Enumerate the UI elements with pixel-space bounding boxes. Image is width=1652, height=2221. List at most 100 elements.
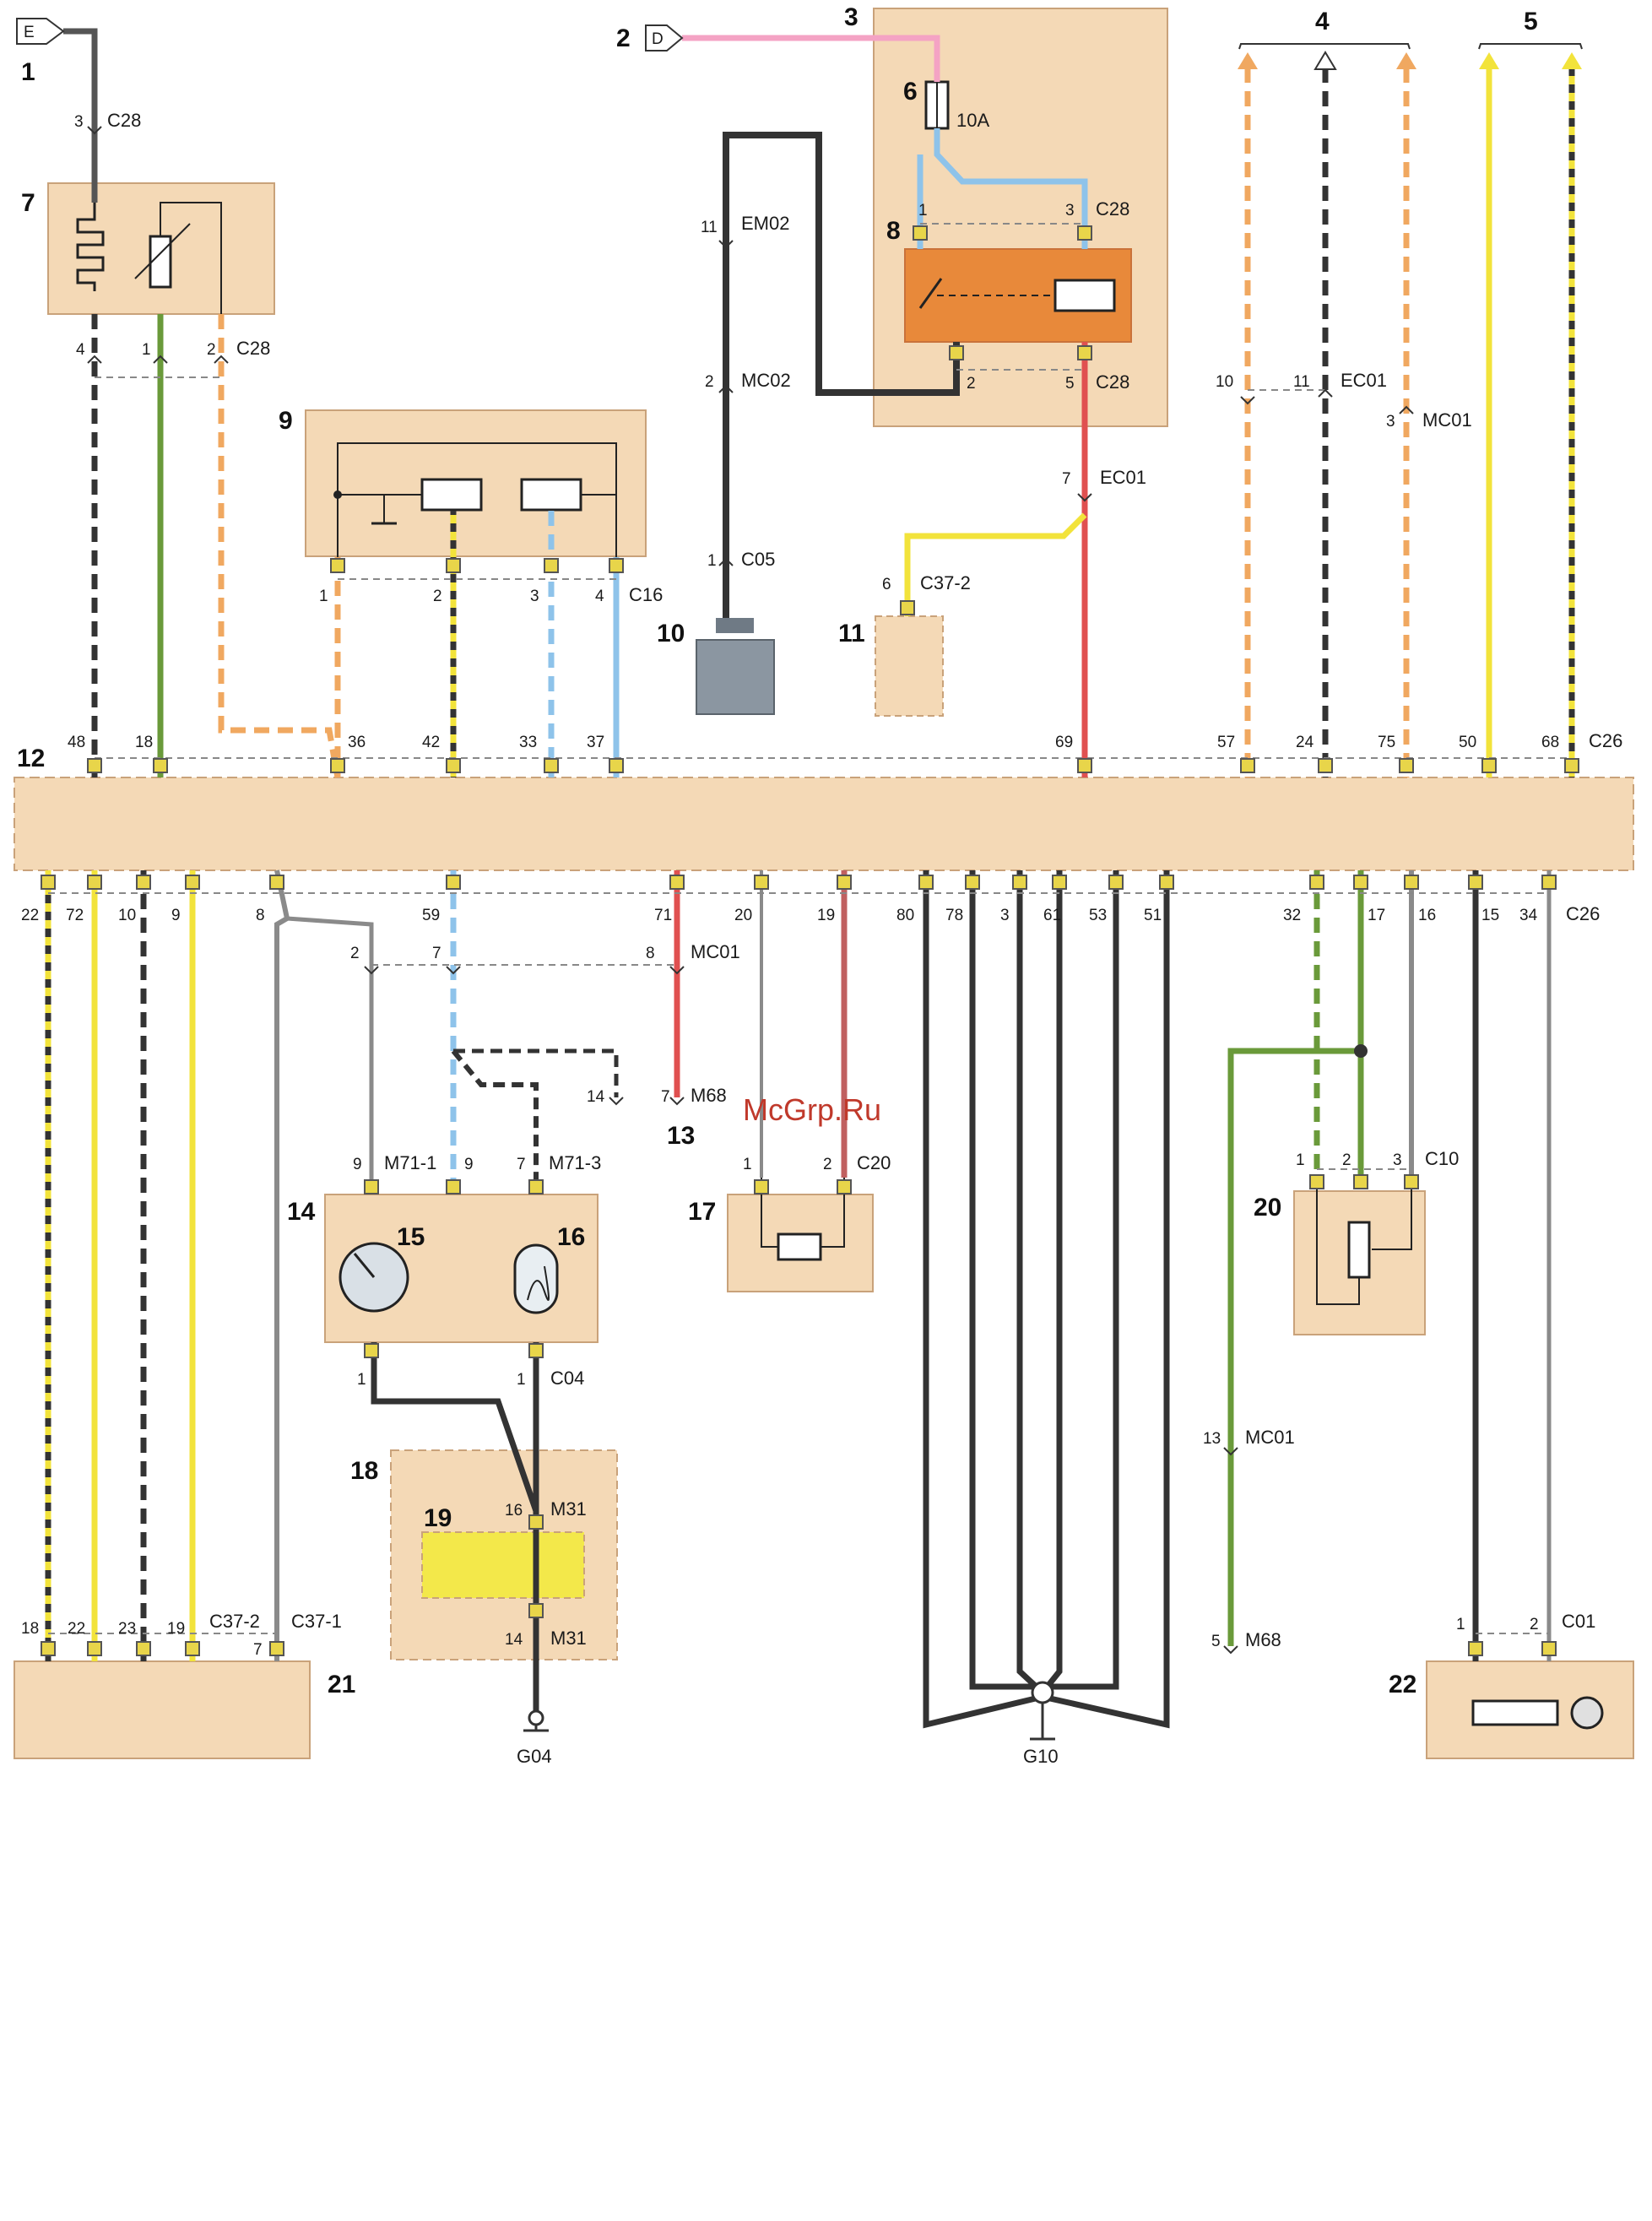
terminal-d-letter: D [652,30,664,48]
conn-c10: C10 [1425,1148,1459,1169]
pin-4-3: 3 [1386,413,1395,431]
label-component-20: 20 [1254,1194,1281,1222]
pot-20-wiper [1372,1178,1412,1250]
conn-em02: EM02 [741,213,789,234]
pin-t48: 48 [68,734,85,751]
sensor-10-cap [716,618,754,633]
pin-8-5: 5 [1065,375,1075,393]
module-9-frame [337,442,617,557]
pin-9-1: 1 [319,588,328,605]
pin-c01-2: 2 [1530,1616,1539,1633]
pin-mc01-7: 7 [432,945,441,962]
pin-m31-14: 14 [505,1631,523,1649]
pin-c28-3: 3 [74,113,84,131]
pin-b34: 34 [1519,907,1538,924]
fuse-rating: 10A [956,110,989,131]
label-component-12: 12 [17,745,45,772]
pin-8-2: 2 [967,375,976,393]
pin-t37: 37 [587,734,604,751]
label-component-21: 21 [328,1671,355,1698]
pin-7-2: 2 [207,341,216,359]
label-component-19: 19 [424,1504,452,1532]
conn-ec01-relay: EC01 [1100,467,1146,488]
label-component-8: 8 [886,217,901,245]
box-12-ecu [14,777,1634,871]
wire-b8-m71 [286,916,374,1194]
terminal-e-flag [16,18,65,45]
pin-ec01-7: 7 [1062,470,1071,488]
wire-ground-3 [1016,870,1045,1695]
sensor-10-body [696,639,775,715]
pin-b17: 17 [1368,907,1385,924]
pin-t69: 69 [1055,734,1073,751]
sender-7-arrow [134,223,191,279]
watermark: McGrp.Ru [743,1092,881,1127]
wire-7-2 [218,314,341,778]
bulb-16 [513,1243,559,1314]
pin-8-3: 3 [1065,202,1075,219]
label-component-10: 10 [657,620,685,647]
conn-c26-bottom: C26 [1566,903,1600,924]
pin-21-19: 19 [167,1620,185,1638]
pin-21-18: 18 [21,1620,39,1638]
pin-21-7: 7 [253,1641,263,1659]
wire-c04-a [371,1342,539,1513]
pin-21-22: 22 [68,1620,85,1638]
pin-m68-7: 7 [661,1088,670,1106]
box-21-module [14,1660,311,1759]
pin-number-labels: 3 4 1 2 1 3 2 5 11 2 1 7 6 10 11 3 1 2 3… [21,113,1559,1659]
pin-7-4: 4 [76,341,85,359]
pin-mc01-2: 2 [350,945,360,962]
pin-b15: 15 [1481,907,1499,924]
pin-b72: 72 [66,907,84,924]
pin-m68-5: 5 [1211,1633,1221,1650]
conn-ec01-4: EC01 [1341,370,1387,391]
terminal-d-flag [645,24,684,51]
bracket-4 [1238,43,1411,50]
sensor-17-leads [761,1178,778,1248]
pin-c37-6: 6 [882,576,891,593]
pin-mc01-13: 13 [1203,1430,1221,1448]
wire-b59-m68 [453,1048,619,1097]
relay-switch [918,278,943,309]
module-9-coil-a [420,478,483,512]
pin-b19: 19 [817,907,835,924]
conn-m71-1: M71-1 [384,1152,436,1173]
wire-e [63,28,98,203]
conn-c28-top: C28 [107,110,141,131]
bulb-filament [527,1265,550,1302]
wire-b59-branch [451,1049,539,1194]
pin-b80: 80 [896,907,914,924]
conn-c28-relay-top: C28 [1096,198,1129,219]
pin-markers [41,225,1579,1656]
conn-mc01-bottom: MC01 [691,941,740,962]
wire-b8 [274,869,290,1661]
sender-7-loop [160,202,222,314]
sensor-17-leads-b [821,1178,845,1248]
pin-c04-1a: 1 [357,1371,366,1389]
arrow-5-b [1562,52,1582,69]
pin-9-2: 2 [433,588,442,605]
conn-m31-top: M31 [550,1498,587,1519]
pin-c10-1: 1 [1296,1151,1305,1169]
pin-b22: 22 [21,907,39,924]
label-component-9: 9 [279,407,293,435]
pin-c20-1: 1 [743,1156,752,1173]
conn-mc02: MC02 [741,370,791,391]
pin-b51: 51 [1144,907,1162,924]
wire-d-pink [682,35,940,82]
box-11-sensor [875,615,944,717]
wire-ground-51 [1042,870,1170,1729]
pin-mc01-8: 8 [646,945,655,962]
pin-c04-1b: 1 [517,1371,526,1389]
pin-mc02: 2 [705,373,714,391]
wire-em02 [723,132,960,618]
conn-c37-1: C37-1 [291,1611,342,1632]
arrow-4-a [1238,52,1258,69]
pin-b10: 10 [118,907,136,924]
bracket-5 [1478,43,1583,50]
arrow-4-c [1396,52,1416,69]
box-19-element [421,1531,585,1599]
pin-7-1: 1 [142,341,151,359]
